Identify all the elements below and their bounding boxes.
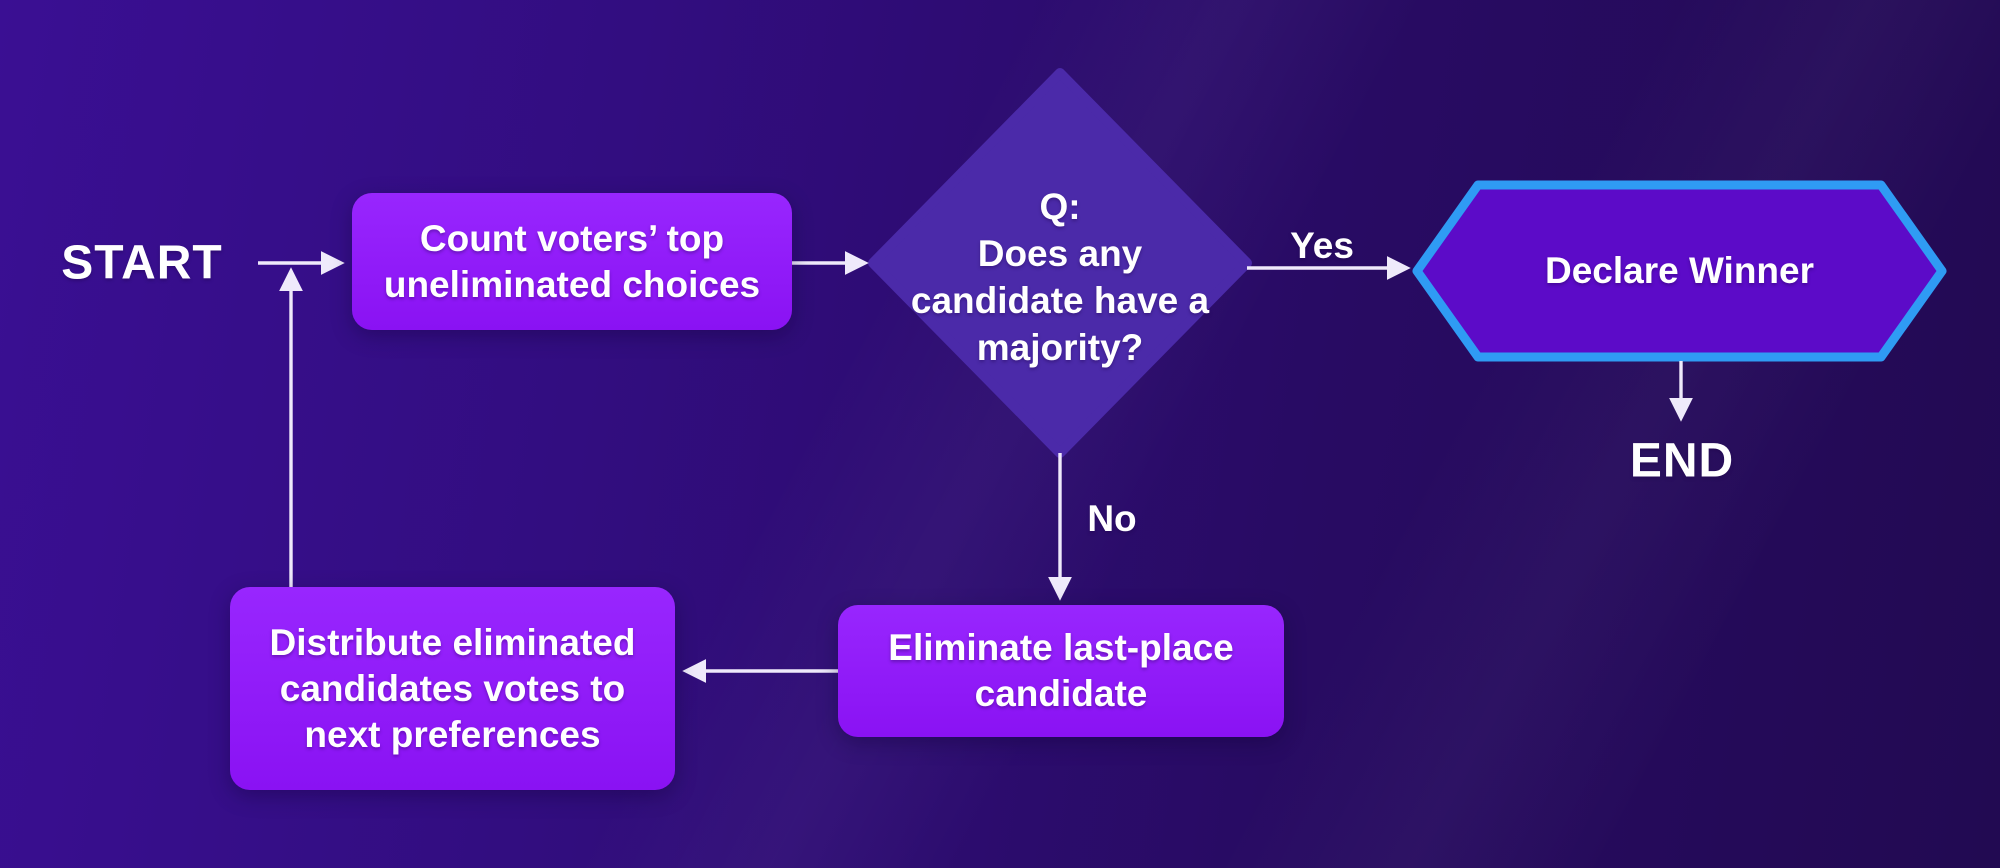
declare-winner-label: Declare Winner [1478,185,1881,357]
distribute-node-label: Distribute eliminated candidates votes t… [230,587,675,790]
distribute-line-1: Distribute eliminated [269,621,636,663]
end-label: END [1629,434,1735,488]
decision-line-3: candidate have a [910,280,1210,321]
eliminate-line-2: candidate [974,673,1148,714]
process-box-distribute [230,587,675,790]
decision-line-1: Q: [1039,186,1081,227]
distribute-line-2: candidates votes to [279,667,626,709]
decision-line-2: Does any [977,233,1143,274]
decision-node-label: Q: Does any candidate have a majority? [873,76,1247,464]
decision-line-4: majority? [976,327,1144,368]
count-line-2: uneliminated choices [383,263,761,305]
yes-edge-label: Yes [1290,225,1354,266]
process-box-count [352,193,792,330]
process-box-eliminate [838,605,1284,737]
count-line-1: Count voters’ top [419,217,725,259]
no-edge-label: No [1087,498,1137,539]
declare-winner-hexagon-shape [1412,180,1947,362]
start-label: START [61,236,223,290]
eliminate-node-label: Eliminate last-place candidate [838,605,1284,737]
distribute-line-3: next preferences [304,713,601,755]
eliminate-line-1: Eliminate last-place [888,627,1234,668]
declare-line-1: Declare Winner [1544,250,1815,291]
count-node-label: Count voters’ top uneliminated choices [352,193,792,330]
